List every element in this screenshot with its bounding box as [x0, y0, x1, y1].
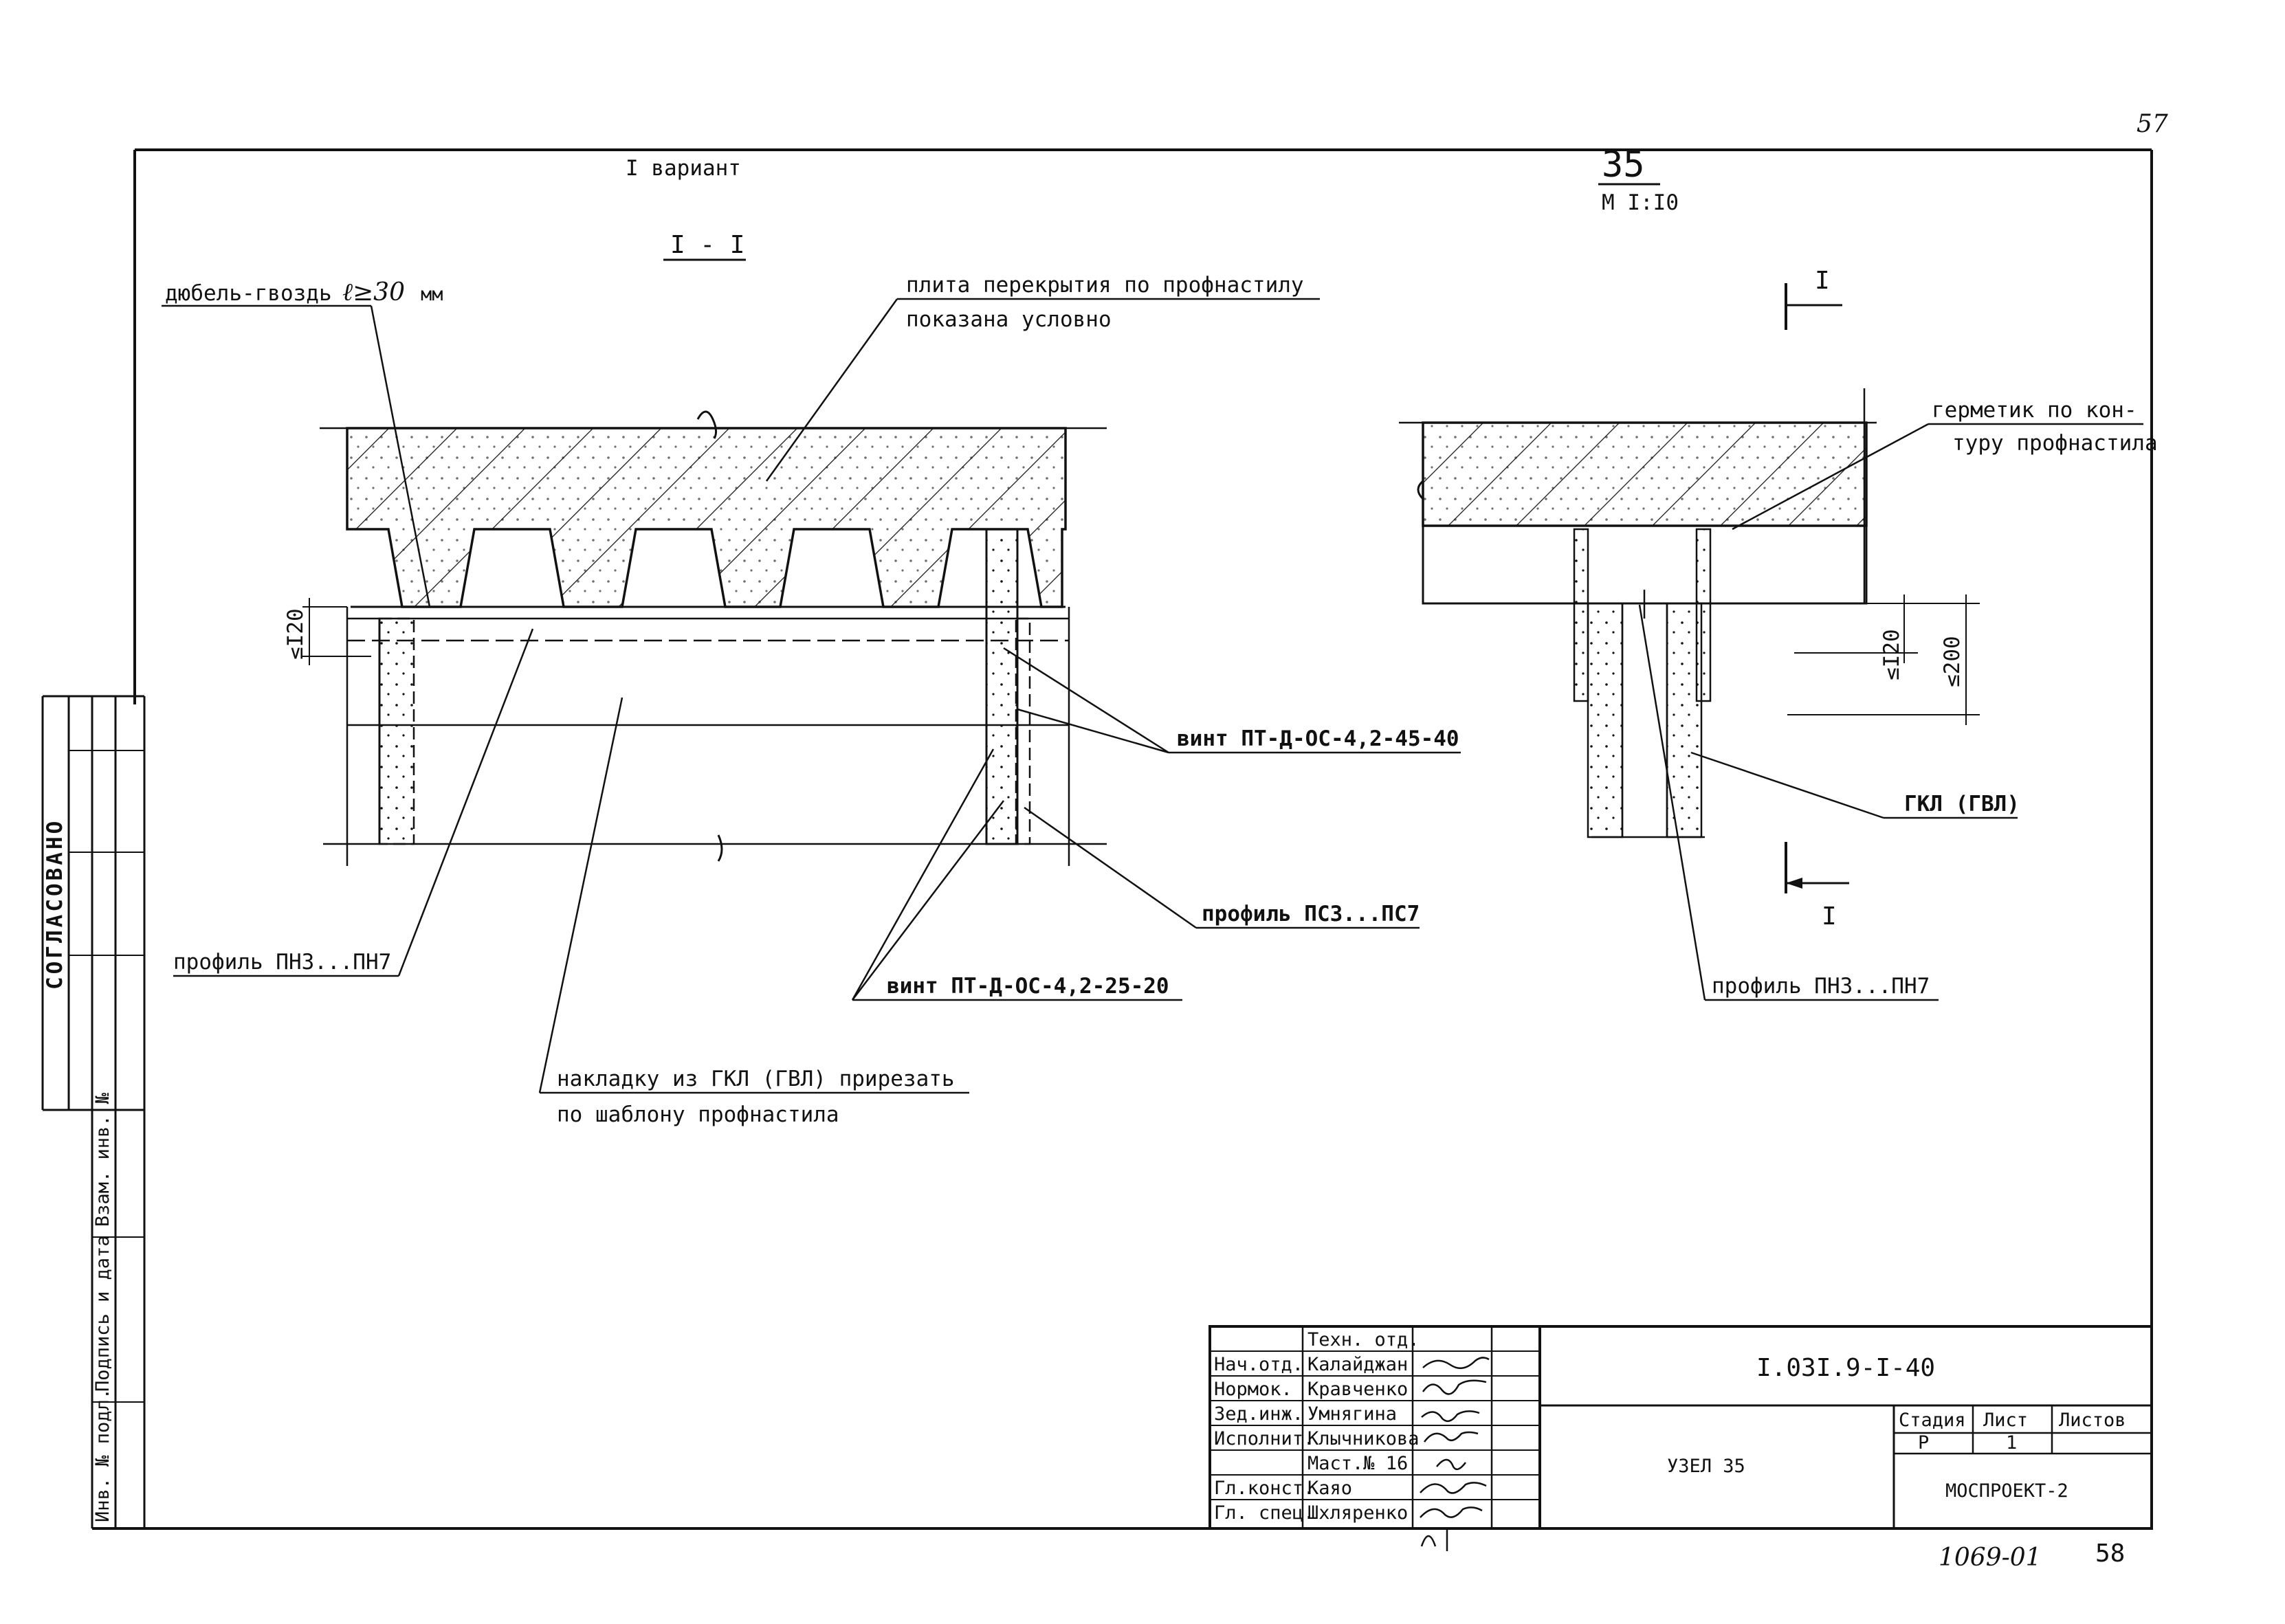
callout-dowel: дюбель-гвоздь — [165, 281, 332, 306]
stage-header: Стадия — [1899, 1410, 1966, 1431]
archive-number: 1069-01 — [1939, 1544, 2042, 1572]
row-name: Шхляренко — [1307, 1502, 1408, 1524]
row-role: Исполнит. — [1214, 1428, 1314, 1449]
agreed-label: СОГЛАСОВАНО — [43, 819, 67, 990]
sheets-header: Листов — [2059, 1410, 2126, 1431]
sheet-number-bottom: 58 — [2095, 1539, 2125, 1568]
row-role: Гл.конст. — [1214, 1478, 1314, 1499]
node-label: УЗЕЛ 35 — [1667, 1456, 1745, 1477]
callout-overlay-2: по шаблону профнастила — [557, 1102, 839, 1127]
row-role: Зед.инж. — [1214, 1403, 1303, 1425]
callout-screw-1: винт ПТ-Д-ОС-4,2-45-40 — [1177, 726, 1459, 751]
leaders-right — [1638, 423, 2143, 1001]
scale-label: М I:I0 — [1602, 190, 1679, 215]
callout-profile-pn-left: профиль ПНЗ...ПН7 — [173, 950, 391, 975]
callout-profile-ps: профиль ПСЗ...ПС7 — [1202, 902, 1420, 926]
callout-slab-2: показана условно — [906, 307, 1112, 332]
row-name: Маст.№ 16 — [1307, 1453, 1408, 1474]
callout-dowel-unit: мм — [421, 284, 443, 305]
callout-slab-1: плита перекрытия по профнастилу — [906, 273, 1304, 298]
side-stamp: СОГЛАСОВАНО Взам. инв. № Подпись и дата … — [41, 695, 146, 1528]
signatures — [1420, 1357, 1490, 1551]
doc-code: I.03I.9-I-40 — [1756, 1354, 1935, 1382]
dim-left: ≤I20 — [283, 608, 308, 660]
row-role: Гл. спец. — [1214, 1502, 1314, 1524]
callout-profile-pn-right: профиль ПНЗ...ПН7 — [1712, 974, 1930, 999]
cut-mark-bottom: I — [1822, 902, 1837, 931]
callout-dowel-symbol: ℓ≥30 — [342, 278, 405, 307]
row-name: Калайджан — [1307, 1354, 1408, 1375]
org-label: МОСПРОЕКТ-2 — [1945, 1480, 2068, 1502]
callout-sealant-1: герметик по кон- — [1932, 398, 2137, 423]
dim-right-2: ≤200 — [1940, 636, 1965, 687]
row-role: Нормок. — [1214, 1379, 1292, 1400]
leaders-left — [162, 298, 1461, 1094]
sheet-value: 1 — [2006, 1432, 2017, 1454]
stage-value: Р — [1918, 1432, 1929, 1454]
title-block: I.03I.9-I-40 УЗЕЛ 35 МОСПРОЕКТ-2 Стадия … — [1208, 1325, 2153, 1551]
inv-orig-label: Инв. № подл. — [92, 1388, 113, 1522]
row-name: Клычникова — [1307, 1428, 1420, 1449]
callout-gkl: ГКЛ (ГВЛ) — [1904, 792, 2020, 816]
sign-date-label: Подпись и дата — [92, 1235, 113, 1392]
variant-label: I вариант — [626, 156, 741, 181]
row-name: Кравченко — [1307, 1379, 1408, 1400]
row-name: Техн. отд. — [1307, 1329, 1420, 1350]
row-name: Умнягина — [1307, 1403, 1397, 1425]
sheet-header: Лист — [1983, 1410, 2028, 1431]
cut-mark-top: I — [1815, 267, 1830, 295]
callout-sealant-2: туру профнастила — [1952, 431, 2158, 456]
section-view-right: ≤I20 ≤200 I I — [1399, 267, 1980, 931]
dim-right-1: ≤I20 — [1879, 629, 1904, 680]
callout-overlay-1: накладку из ГКЛ (ГВЛ) прирезать — [557, 1067, 955, 1091]
detail-number: 35 — [1602, 144, 1645, 186]
callout-screw-2: винт ПТ-Д-ОС-4,2-25-20 — [887, 974, 1169, 999]
row-role: Нач.отд. — [1214, 1354, 1303, 1375]
row-name: Каяо — [1307, 1478, 1352, 1499]
sheet-number-top: 57 — [2137, 110, 2168, 138]
section-title: I - I — [670, 231, 744, 259]
inv-repl-label: Взам. инв. № — [92, 1092, 113, 1227]
section-view-left: ≤I20 — [283, 410, 1107, 866]
